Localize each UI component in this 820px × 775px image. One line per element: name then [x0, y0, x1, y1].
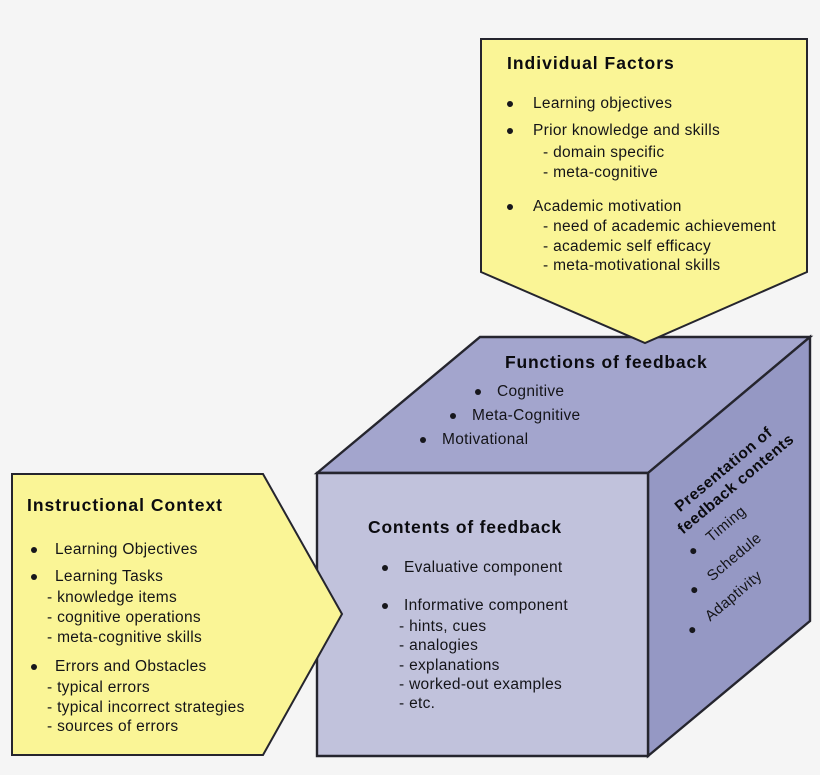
callout-instructional-context-shape [11, 473, 344, 756]
sub-list: - typical errors - typical incorrect str… [47, 678, 245, 737]
bullet-icon [31, 547, 37, 553]
sub-list: - need of academic achievement - academi… [543, 217, 776, 276]
sub-item: - cognitive operations [47, 609, 201, 626]
list-item-label: Evaluative component [404, 559, 563, 576]
sub-item: - typical errors [47, 679, 150, 696]
bullet-icon [507, 128, 513, 134]
bullet-icon [688, 625, 697, 635]
bullet-icon [420, 437, 426, 443]
sub-list: - hints, cues - analogies - explanations… [399, 617, 562, 713]
sub-item: - academic self efficacy [543, 237, 712, 255]
sub-item: - need of academic achievement [543, 218, 777, 235]
instructional-context-title: Instructional Context [27, 495, 224, 515]
sub-item: - typical incorrect strategies [47, 698, 245, 716]
sub-item: - domain specific [543, 144, 665, 161]
sub-item: - etc. [399, 695, 436, 713]
list-item-label: Learning Objectives [55, 541, 198, 558]
functions-of-feedback-title: Functions of feedback [505, 352, 708, 372]
list-item-label: Meta-Cognitive [472, 407, 581, 424]
cube-front-face [315, 471, 650, 758]
contents-of-feedback-title: Contents of feedback [368, 517, 562, 537]
list-item-label: Informative component [404, 597, 568, 614]
bullet-icon [382, 603, 388, 609]
bullet-icon [382, 565, 388, 571]
list-item: Prior knowledge and skills [507, 122, 720, 140]
sub-item: - knowledge items [47, 589, 178, 606]
sub-item: - meta-motivational skills [543, 257, 721, 274]
presentation-title-line2: feedback contents [674, 430, 798, 538]
list-item: Academic motivation [507, 198, 682, 216]
list-item: Learning objectives [507, 95, 672, 113]
list-item-label: Prior knowledge and skills [533, 122, 720, 139]
individual-factors-title: Individual Factors [507, 53, 675, 73]
sub-item: - worked-out examples [399, 675, 563, 693]
sub-item: - hints, cues [399, 618, 487, 635]
bullet-icon [689, 546, 698, 556]
sub-list: - domain specific - meta-cognitive [543, 143, 664, 182]
list-item: Errors and Obstacles [31, 658, 207, 676]
bullet-icon [507, 101, 513, 107]
list-item-label: Cognitive [497, 383, 565, 400]
list-item: Meta-Cognitive [450, 407, 580, 425]
bullet-icon [690, 585, 699, 595]
list-item-label: Learning Tasks [55, 568, 164, 585]
list-item: Motivational [420, 431, 528, 449]
list-item: Informative component [382, 597, 568, 615]
list-item-label: Motivational [442, 431, 529, 448]
bullet-icon [475, 389, 481, 395]
list-item: Learning Tasks [31, 568, 163, 586]
bullet-icon [507, 204, 513, 210]
list-item: Evaluative component [382, 559, 563, 577]
sub-item: - meta-cognitive [543, 163, 659, 181]
list-item: Cognitive [475, 383, 564, 401]
list-item-label: Academic motivation [533, 198, 682, 215]
sub-item: - sources of errors [47, 718, 179, 735]
presentation-title: Presentation of feedback contents [641, 398, 819, 556]
sub-list: - knowledge items - cognitive operations… [47, 588, 202, 648]
bullet-icon [450, 413, 456, 419]
callout-individual-factors-shape [480, 38, 808, 345]
bullet-icon [31, 574, 37, 580]
list-item: Learning Objectives [31, 541, 198, 559]
list-item-label: Errors and Obstacles [55, 658, 207, 675]
sub-item: - analogies [399, 637, 479, 655]
bullet-icon [31, 664, 37, 670]
sub-item: - meta-cognitive skills [47, 629, 203, 646]
sub-item: - explanations [399, 656, 500, 674]
list-item-label: Learning objectives [533, 95, 673, 112]
